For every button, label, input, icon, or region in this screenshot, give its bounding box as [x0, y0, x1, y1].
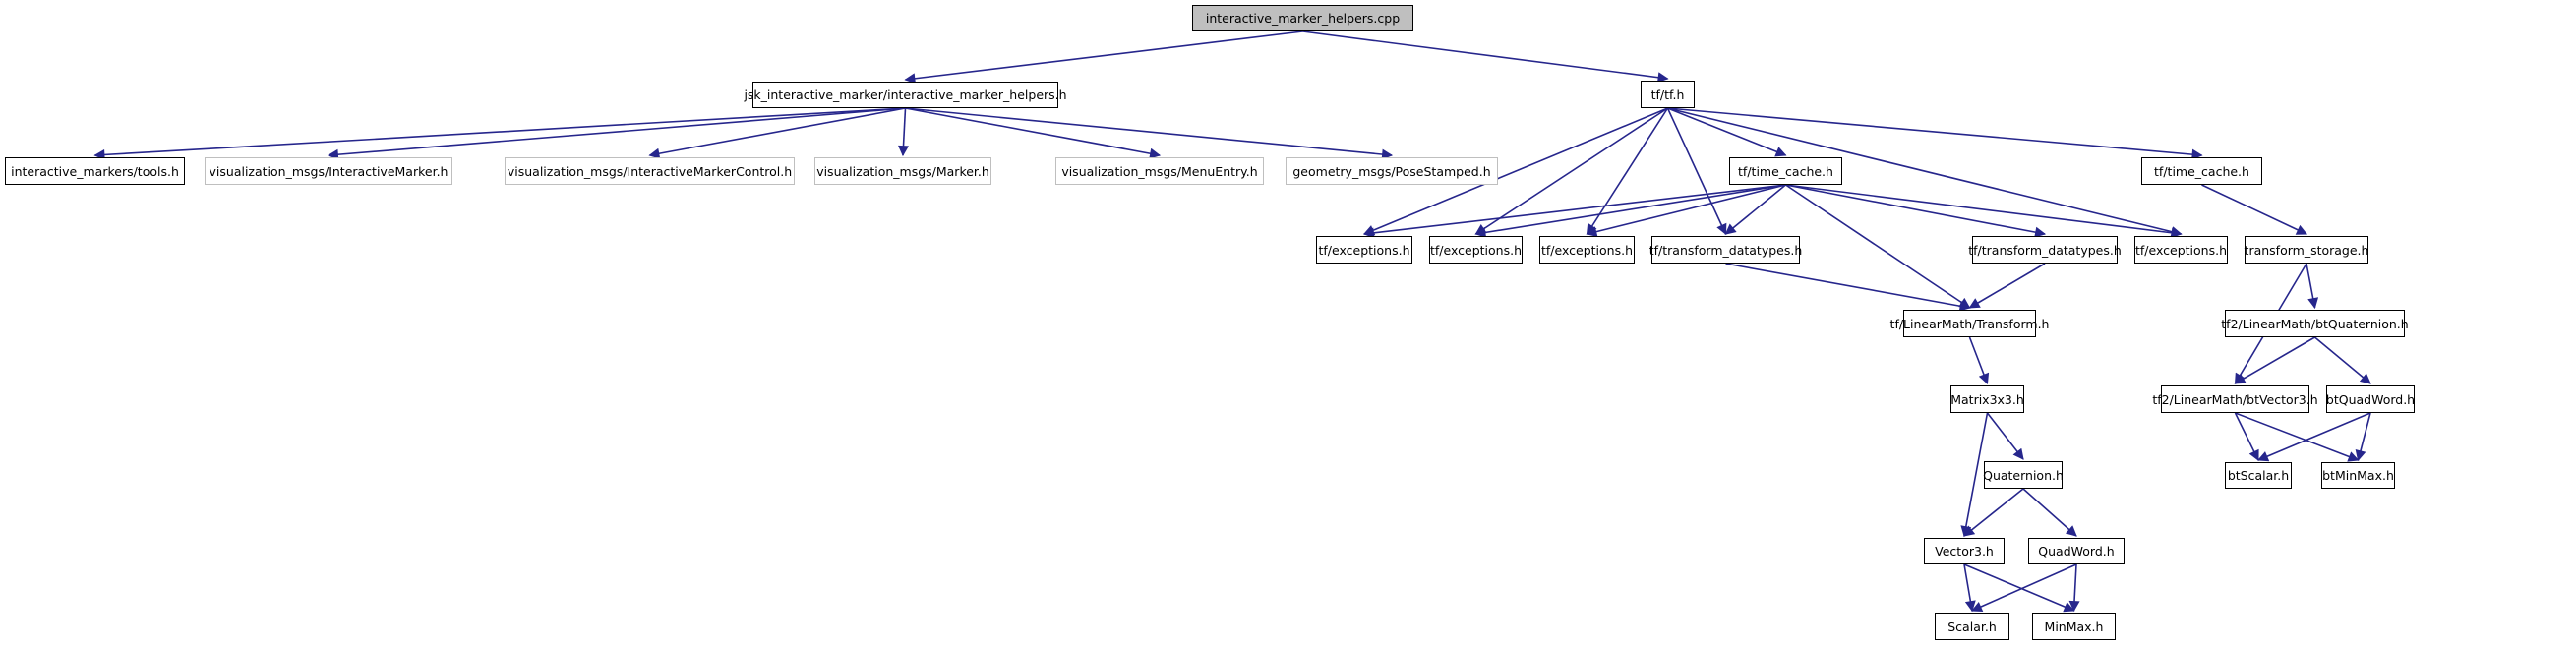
edge-jsk-marker	[898, 107, 910, 157]
graph-node-vec3[interactable]: Vector3.h	[1924, 538, 2005, 564]
edge-tftf-exc3	[1586, 107, 1669, 235]
edge-quat-vec3	[1963, 488, 2024, 537]
graph-node-menu: visualization_msgs/MenuEntry.h	[1055, 157, 1264, 185]
graph-node-tc1[interactable]: tf/time_cache.h	[1729, 157, 1842, 185]
edge-quat-quadword	[2022, 488, 2077, 537]
graph-node-quat[interactable]: Quaternion.h	[1983, 461, 2064, 489]
edge-btquad-btminmax	[2355, 412, 2371, 462]
graph-node-btscalar[interactable]: btScalar.h	[2225, 462, 2292, 489]
graph-node-scalar[interactable]: Scalar.h	[1935, 613, 2009, 640]
edge-btquat-btvec	[2234, 336, 2315, 384]
edge-tc2-storage	[2201, 184, 2307, 235]
edge-quadword-minmax	[2068, 563, 2080, 613]
graph-node-storage[interactable]: transform_storage.h	[2245, 236, 2368, 264]
edge-jsk-im	[327, 107, 906, 160]
graph-node-im: visualization_msgs/InteractiveMarker.h	[205, 157, 452, 185]
edge-tftf-exc1	[1362, 107, 1668, 236]
graph-node-quadword[interactable]: QuadWord.h	[2028, 538, 2125, 564]
edge-vec3-minmax	[1963, 563, 2075, 613]
graph-node-minmax[interactable]: MinMax.h	[2032, 613, 2116, 640]
graph-node-exc4[interactable]: tf/exceptions.h	[2134, 236, 2228, 264]
graph-node-tftf[interactable]: tf/tf.h	[1641, 81, 1695, 108]
edge-btquad-btscalar	[2256, 412, 2371, 462]
graph-node-root: interactive_marker_helpers.cpp	[1192, 5, 1413, 31]
graph-node-btminmax[interactable]: btMinMax.h	[2321, 462, 2395, 489]
graph-node-marker: visualization_msgs/Marker.h	[814, 157, 991, 185]
edge-matrix-quat	[1986, 412, 2024, 460]
edge-btvec-btscalar	[2234, 412, 2259, 461]
graph-node-td2[interactable]: tf/transform_datatypes.h	[1968, 236, 2122, 264]
graph-node-exc2[interactable]: tf/exceptions.h	[1429, 236, 1523, 264]
edge-tc1-exc1	[1362, 184, 1786, 239]
edge-jsk-menu	[905, 107, 1162, 159]
graph-node-exc3[interactable]: tf/exceptions.h	[1539, 236, 1635, 264]
edge-tftf-tc2	[1667, 107, 2203, 160]
edge-tftf-td1	[1666, 107, 1727, 235]
edge-quadword-scalar	[1970, 563, 2077, 613]
graph-node-transform[interactable]: tf/LinearMath/Transform.h	[1890, 310, 2049, 337]
edge-tftf-tc1	[1667, 107, 1787, 157]
edge-tc1-td1	[1724, 184, 1787, 235]
edge-jsk-imc	[648, 107, 906, 159]
edge-jsk-tools	[93, 107, 906, 160]
edge-vec3-scalar	[1963, 563, 1976, 613]
edges-group	[93, 30, 2371, 613]
graph-node-tools[interactable]: interactive_markers/tools.h	[5, 157, 185, 185]
edge-tc1-transform	[1785, 184, 1971, 309]
edge-tc1-exc2	[1474, 184, 1786, 238]
edge-transform-matrix	[1968, 336, 1990, 385]
graph-node-matrix[interactable]: Matrix3x3.h	[1950, 385, 2024, 413]
edge-tftf-exc4	[1667, 107, 2183, 237]
edge-td1-transform	[1725, 263, 1971, 312]
edge-root-tftf	[1302, 30, 1669, 84]
edge-matrix-vec3	[1960, 412, 1989, 538]
edge-btvec-btminmax	[2235, 412, 2360, 462]
edge-root-jsk	[904, 30, 1303, 85]
graph-node-jsk[interactable]: jsk_interactive_marker/interactive_marke…	[744, 82, 1067, 108]
edge-tc1-td2	[1785, 184, 2047, 238]
graph-node-pose: geometry_msgs/PoseStamped.h	[1286, 157, 1498, 185]
graph-node-btquat[interactable]: tf2/LinearMath/btQuaternion.h	[2221, 310, 2409, 337]
graph-node-td1[interactable]: tf/transform_datatypes.h	[1649, 236, 1802, 264]
edge-tc1-exc4	[1785, 184, 2183, 239]
graph-node-exc1[interactable]: tf/exceptions.h	[1316, 236, 1412, 264]
graph-node-btvec[interactable]: tf2/LinearMath/btVector3.h	[2152, 385, 2318, 413]
edge-storage-btquat	[2306, 263, 2319, 310]
graph-node-imc: visualization_msgs/InteractiveMarkerCont…	[505, 157, 795, 185]
graph-node-btquad[interactable]: btQuadWord.h	[2326, 385, 2415, 413]
edge-btquat-btquad	[2313, 336, 2371, 384]
edge-jsk-pose	[905, 107, 1394, 160]
graph-node-tc2[interactable]: tf/time_cache.h	[2141, 157, 2262, 185]
edge-tftf-exc2	[1474, 107, 1668, 235]
edge-tc1-exc3	[1586, 184, 1786, 237]
edge-td2-transform	[1968, 263, 2046, 309]
